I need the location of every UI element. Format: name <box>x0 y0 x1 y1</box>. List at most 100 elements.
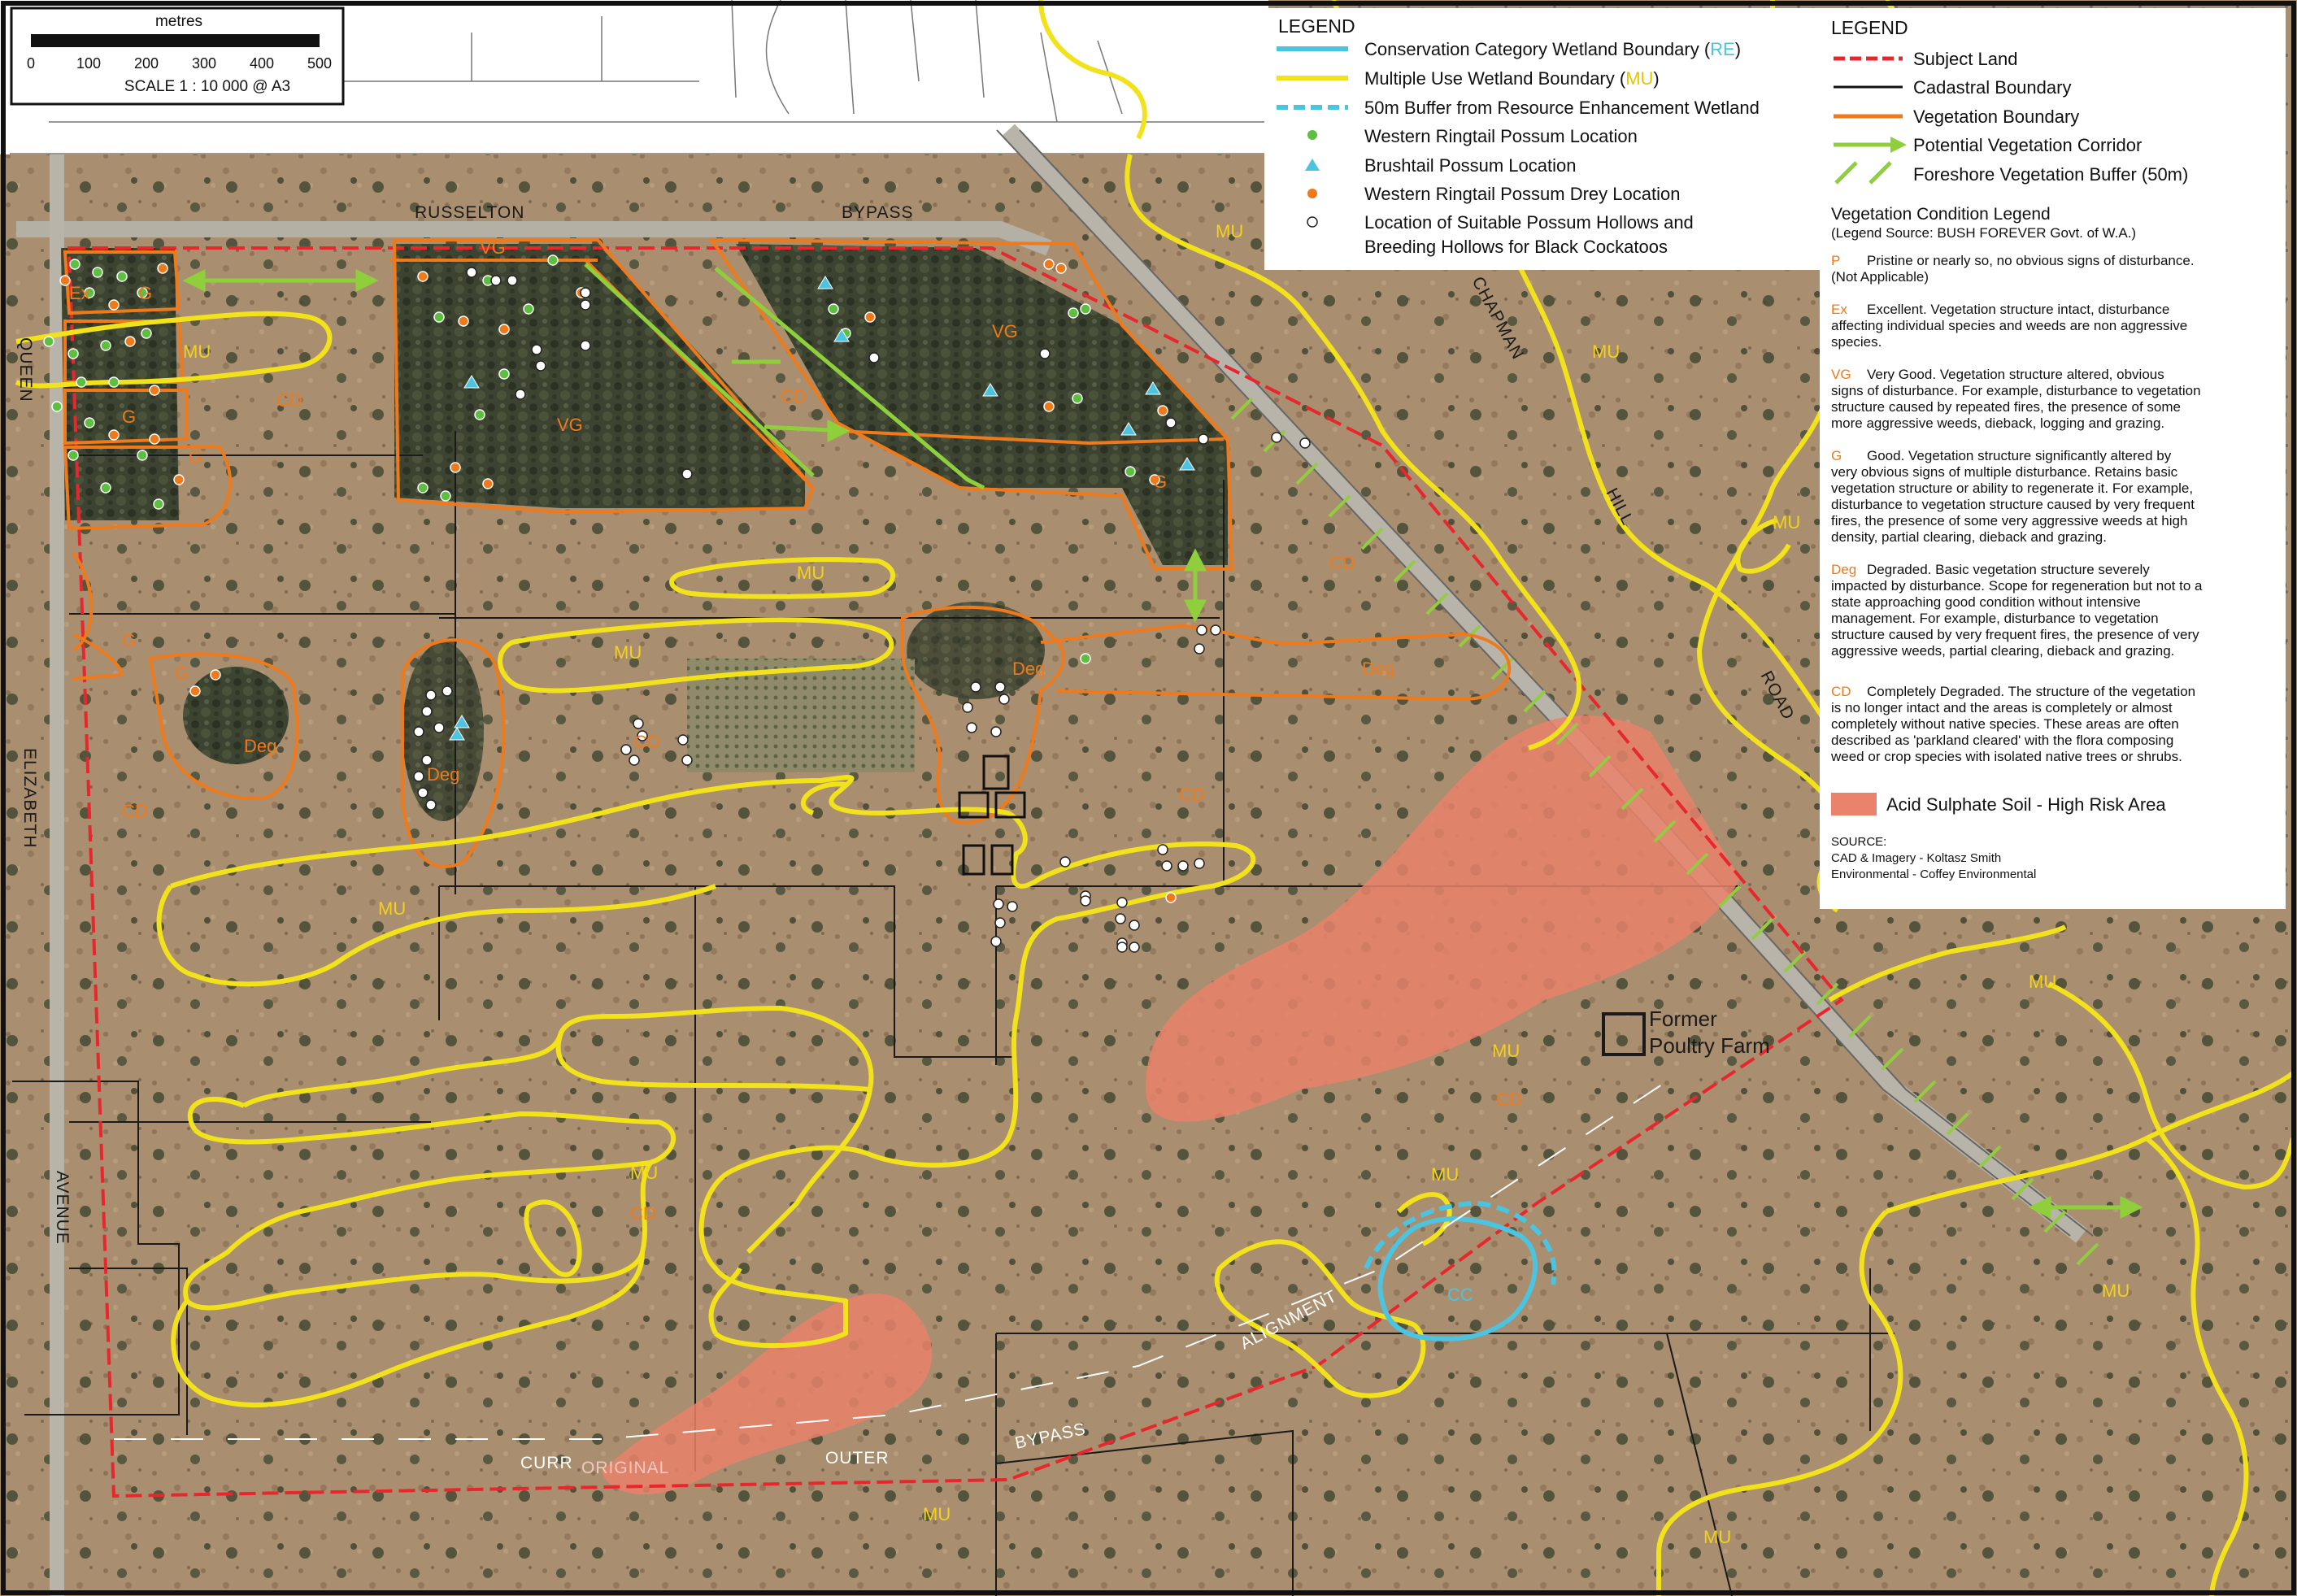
condition-text: species. <box>1831 334 1882 350</box>
former-poultry-farm-outline <box>1602 1012 1646 1056</box>
label-g: G <box>122 407 136 427</box>
condition-text: Degraded. Basic vegetation structure sev… <box>1867 562 2150 577</box>
scale-bar <box>31 34 320 47</box>
condition-text: Pristine or nearly so, no obvious signs … <box>1867 253 2195 268</box>
condition-text: completely without native species. These… <box>1831 716 2179 732</box>
label-g: G <box>1153 472 1167 492</box>
label-g: G <box>122 630 136 650</box>
legend-right-title: LEGEND <box>1831 17 1908 38</box>
label-mu: MU <box>1492 1041 1520 1061</box>
condition-text: Excellent. Vegetation structure intact, … <box>1867 302 2169 317</box>
legend-left-item: Multiple Use Wetland Boundary (MU) <box>1364 68 1660 89</box>
veg-legend-title: Vegetation Condition Legend <box>1831 205 2051 224</box>
road-label-bypass: BYPASS <box>842 203 913 222</box>
legend-right-item: Vegetation Boundary <box>1913 107 2079 127</box>
highway-russelton <box>16 221 1052 256</box>
legend-right-item: Potential Vegetation Corridor <box>1913 135 2142 155</box>
label-former-poultry-1: Former <box>1649 1007 1717 1031</box>
buildings-cluster <box>958 755 1026 876</box>
legend-left-item-cont: Breeding Hollows for Black Cockatoos <box>1364 237 1668 257</box>
label-cd: CD <box>781 386 807 407</box>
label-deg: Deg <box>427 764 459 785</box>
condition-text: weed or crop species with isolated nativ… <box>1830 749 2182 764</box>
condition-text: vegetation structure or ability to regen… <box>1831 481 2193 496</box>
legend-left-item: Brushtail Possum Location <box>1364 155 1576 176</box>
legend-left: LEGEND Conservation Category Wetland Bou… <box>1264 8 1821 270</box>
condition-text: (Not Applicable) <box>1831 269 1929 285</box>
scale-tick: 100 <box>76 55 101 72</box>
condition-text: impacted by disturbance. Scope for regen… <box>1831 578 2203 594</box>
legend-left-item: Western Ringtail Possum Drey Location <box>1364 184 1680 204</box>
forest-block-west <box>394 244 805 508</box>
road-label-avenue: AVENUE <box>53 1171 72 1245</box>
forest-block-east <box>736 244 1228 565</box>
legend-left-item: Location of Suitable Possum Hollows and <box>1364 212 1694 233</box>
legend-left-item: Conservation Category Wetland Boundary (… <box>1364 39 1741 59</box>
road-label-queen: QUEEN <box>16 337 35 402</box>
condition-text: disturbance to vegetation structure caus… <box>1831 497 2195 512</box>
legend-right-item: Subject Land <box>1913 49 2017 69</box>
acid-sulphate-area-1 <box>1146 715 1740 1122</box>
source-text: SOURCE: <box>1831 835 1886 849</box>
label-cd: CD <box>1329 553 1355 573</box>
label-mu: MU <box>2029 972 2056 992</box>
acid-sulphate-area-2 <box>602 1294 933 1495</box>
legend-right-item: Foreshore Vegetation Buffer (50m) <box>1913 164 2188 185</box>
condition-code: G <box>1831 448 1842 463</box>
label-mu: MU <box>1216 221 1243 241</box>
scale-box: metres 0 100 200 300 400 500 SCALE 1 : 1… <box>10 7 345 106</box>
condition-text: very obvious signs of multiple disturban… <box>1831 464 2178 480</box>
condition-text: management. For example, disturbance to … <box>1831 611 2159 626</box>
symbol-cyan-triangle <box>1305 159 1320 171</box>
vegetation-corridors <box>182 263 2143 1220</box>
imagery-top-strip <box>10 153 1268 154</box>
source-text: CAD & Imagery - Koltasz Smith <box>1831 851 2001 865</box>
label-mu: MU <box>183 341 211 362</box>
forest-patch-1 <box>183 667 289 764</box>
foreshore-hatch <box>1230 397 2099 1266</box>
label-mu: MU <box>1431 1164 1459 1185</box>
label-ex: Ex <box>69 283 90 303</box>
label-deg: Deg <box>1012 659 1045 679</box>
forest-patch-3 <box>907 602 1045 699</box>
legend-right: LEGEND Subject Land Cadastral Boundary V… <box>1820 8 2286 909</box>
label-vg: VG <box>557 415 583 435</box>
drey-locations <box>59 259 1177 903</box>
road-label-outer: OUTER <box>825 1449 890 1468</box>
condition-code: P <box>1831 253 1840 268</box>
label-g: G <box>189 447 202 467</box>
label-mu: MU <box>923 1504 951 1524</box>
condition-text: Completely Degraded. The structure of th… <box>1867 684 2195 699</box>
ringtail-possum-locations <box>43 254 1136 664</box>
label-cd: CD <box>630 1203 656 1224</box>
scale-tick: 200 <box>134 55 159 72</box>
label-deg: Deg <box>1362 659 1394 679</box>
scale-tick: 0 <box>27 55 35 72</box>
acid-sulphate-label: Acid Sulphate Soil - High Risk Area <box>1886 794 2166 815</box>
brushtail-possum-locations <box>449 276 1195 741</box>
label-cd: CD <box>1496 1089 1522 1110</box>
veg-legend-source: (Legend Source: BUSH FOREVER Govt. of W.… <box>1831 225 2136 241</box>
condition-text: signs of disturbance. For example, distu… <box>1831 383 2201 398</box>
condition-code: Deg <box>1831 562 1856 577</box>
label-mu: MU <box>630 1163 658 1183</box>
condition-text: Good. Vegetation structure significantly… <box>1867 448 2172 463</box>
condition-text: fires, the presence of some very aggress… <box>1831 513 2187 528</box>
condition-code: VG <box>1831 367 1851 382</box>
condition-text: Very Good. Vegetation structure altered,… <box>1867 367 2164 382</box>
symbol-green-arrow <box>1834 137 1907 153</box>
label-mu: MU <box>1703 1527 1731 1547</box>
label-mu: MU <box>797 563 824 583</box>
label-former-poultry-2: Poultry Farm <box>1649 1033 1770 1058</box>
condition-text: state approaching good condition without… <box>1831 594 2141 610</box>
label-mu: MU <box>2102 1281 2130 1301</box>
scale-tick: 300 <box>192 55 216 72</box>
label-vg: VG <box>992 321 1018 341</box>
label-g: G <box>138 283 152 303</box>
scale-text: SCALE 1 : 10 000 @ A3 <box>124 78 290 95</box>
legend-left-item: Western Ringtail Possum Location <box>1364 126 1638 146</box>
label-g: G <box>175 663 189 683</box>
scale-tick: 500 <box>307 55 332 72</box>
label-mu: MU <box>1773 512 1800 533</box>
